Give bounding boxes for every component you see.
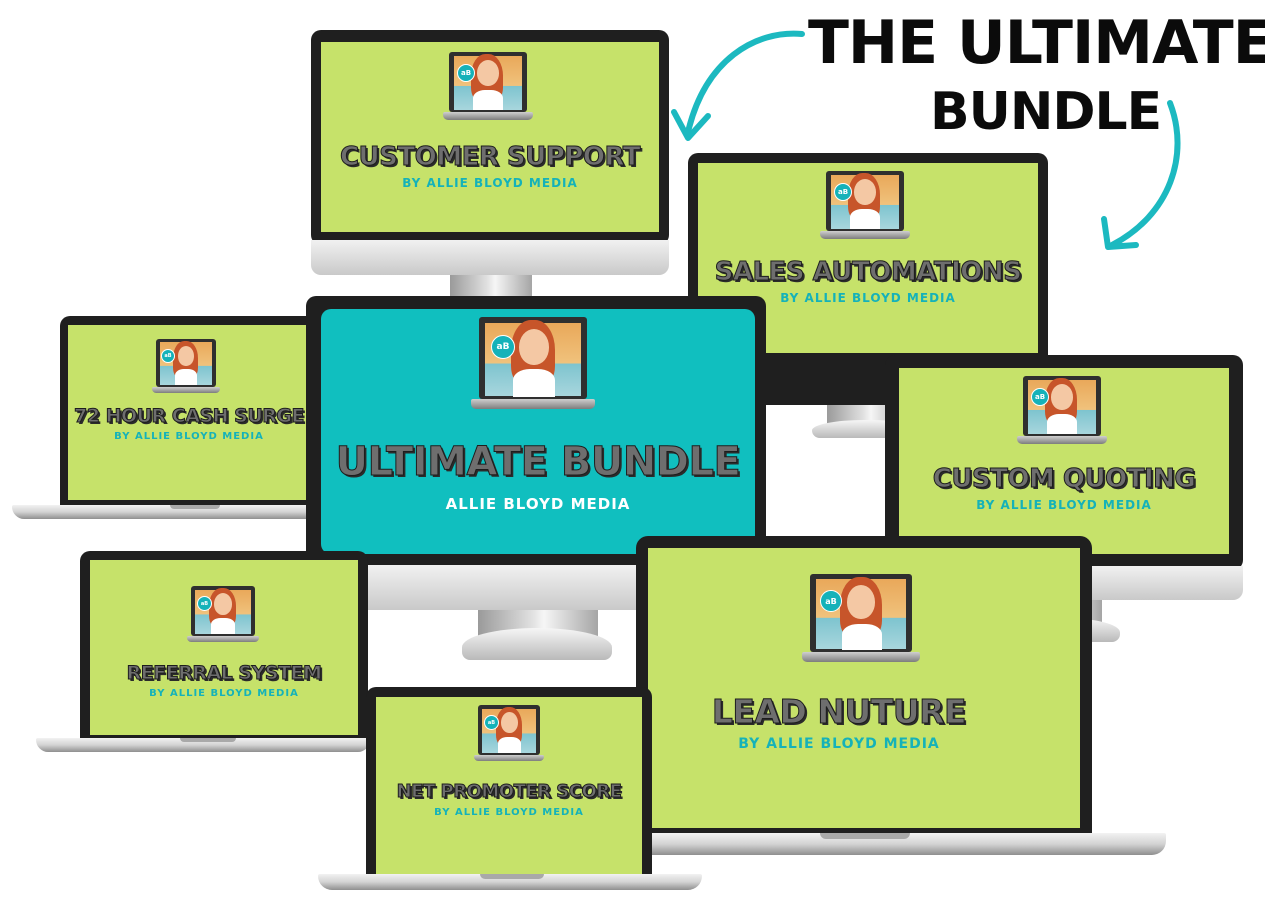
screen-lead-nuture: aB LEAD NUTURE BY ALLIE BLOYD MEDIA: [648, 548, 1080, 828]
ab-logo-icon: aB: [1031, 388, 1049, 406]
laptop-base: [12, 505, 320, 519]
avatar-illustration: aB: [443, 52, 533, 122]
ab-logo-icon: aB: [834, 183, 852, 201]
laptop-base: [318, 874, 702, 890]
ab-logo-icon: aB: [161, 349, 175, 363]
avatar-illustration: aB: [187, 586, 259, 644]
laptop-notch: [480, 874, 544, 879]
screen-72-hour-cash-surge: aB 72 HOUR CASH SURGE BY ALLIE BLOYD MED…: [68, 325, 310, 500]
headline-line-2: BUNDLE: [930, 82, 1162, 142]
avatar-illustration: aB: [152, 339, 220, 395]
avatar-illustration: aB: [1017, 376, 1107, 446]
device-subtitle: BY ALLIE BLOYD MEDIA: [114, 431, 264, 442]
device-title: REFERRAL SYSTEM: [126, 662, 322, 685]
device-title: LEAD NUTURE: [711, 692, 967, 732]
laptop-base: [36, 738, 370, 752]
avatar-illustration: aB: [471, 317, 595, 412]
curved-arrow-left-icon: [671, 30, 805, 141]
laptop-base: [600, 833, 1166, 855]
ab-logo-icon: aB: [484, 715, 499, 730]
laptop-notch: [820, 833, 910, 839]
screen-net-promoter-score: aB NET PROMOTER SCORE BY ALLIE BLOYD MED…: [376, 697, 642, 877]
ab-logo-icon: aB: [457, 64, 475, 82]
device-title: CUSTOM QUOTING: [932, 464, 1196, 495]
avatar-illustration: aB: [802, 574, 920, 666]
ab-logo-icon: aB: [197, 596, 212, 611]
device-title: SALES AUTOMATIONS: [714, 257, 1022, 288]
ab-logo-icon: aB: [491, 335, 515, 359]
device-subtitle: ALLIE BLOYD MEDIA: [445, 495, 631, 513]
avatar-illustration: aB: [820, 171, 910, 241]
laptop-notch: [180, 738, 236, 742]
monitor-chin: [311, 240, 669, 275]
device-subtitle: BY ALLIE BLOYD MEDIA: [738, 736, 940, 752]
screen-customer-support: aB CUSTOMER SUPPORT BY ALLIE BLOYD MEDIA: [321, 42, 659, 232]
device-subtitle: BY ALLIE BLOYD MEDIA: [976, 498, 1152, 512]
device-subtitle: BY ALLIE BLOYD MEDIA: [402, 176, 578, 190]
curved-arrow-right-icon: [1101, 100, 1181, 250]
screen-referral-system: aB REFERRAL SYSTEM BY ALLIE BLOYD MEDIA: [90, 560, 358, 735]
avatar-illustration: aB: [474, 705, 544, 763]
device-title: 72 HOUR CASH SURGE: [74, 405, 305, 428]
device-title: CUSTOMER SUPPORT: [339, 142, 641, 173]
device-title: NET PROMOTER SCORE: [396, 781, 622, 803]
device-title: ULTIMATE BUNDLE: [335, 439, 741, 486]
screen-custom-quoting: aB CUSTOM QUOTING BY ALLIE BLOYD MEDIA: [899, 368, 1229, 554]
headline-line-1: THE ULTIMATE: [808, 8, 1265, 78]
device-subtitle: BY ALLIE BLOYD MEDIA: [780, 291, 956, 305]
screen-sales-automations: aB SALES AUTOMATIONS BY ALLIE BLOYD MEDI…: [698, 163, 1038, 353]
ab-logo-icon: aB: [820, 590, 842, 612]
monitor-foot: [462, 628, 612, 660]
screen-ultimate-bundle: aB ULTIMATE BUNDLE ALLIE BLOYD MEDIA: [321, 309, 755, 554]
device-subtitle: BY ALLIE BLOYD MEDIA: [149, 688, 299, 699]
laptop-notch: [170, 505, 220, 509]
device-subtitle: BY ALLIE BLOYD MEDIA: [434, 807, 584, 818]
